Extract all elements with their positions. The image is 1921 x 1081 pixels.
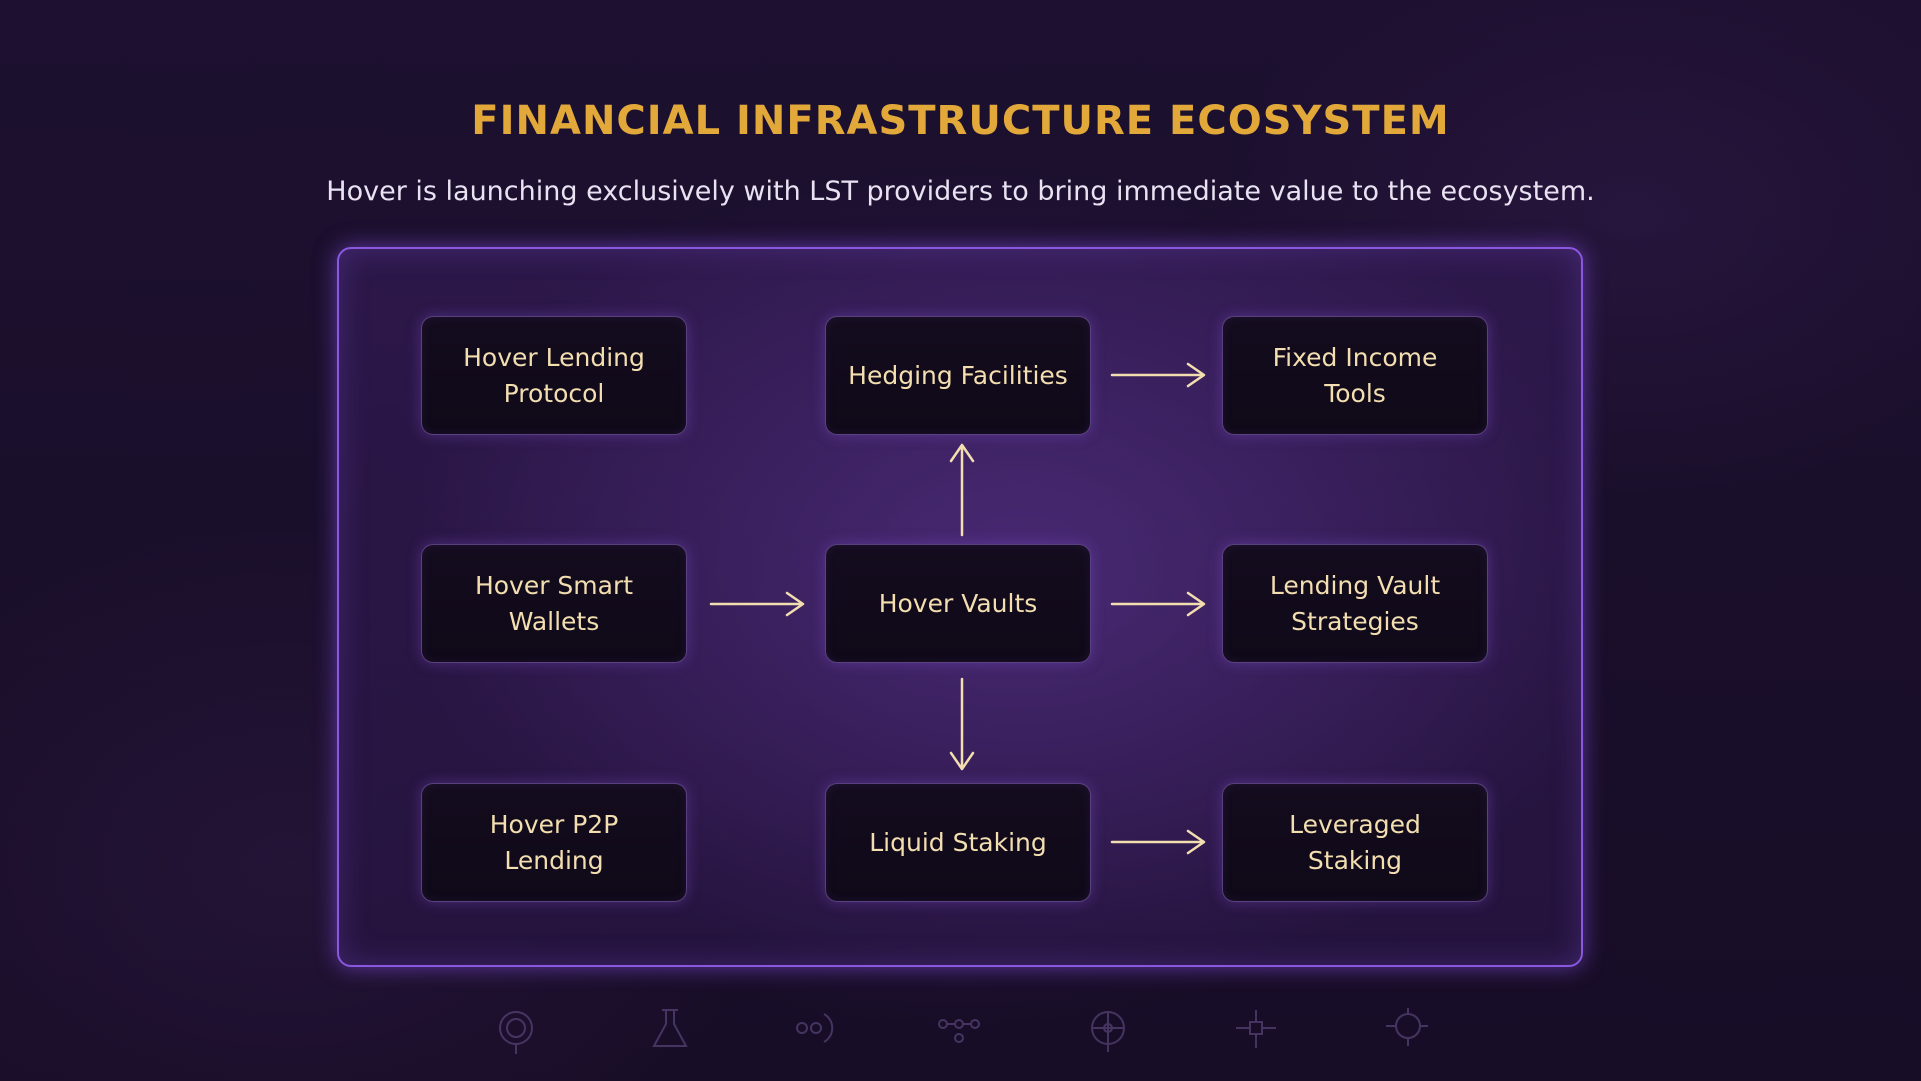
node-hedging-facilities: Hedging Facilities — [825, 316, 1091, 435]
link-icon — [796, 1013, 834, 1043]
node-label: Hover P2P Lending — [489, 809, 619, 875]
node-liquid-staking: Liquid Staking — [825, 783, 1091, 902]
node-hover-p2p-lending: Hover P2P Lending — [421, 783, 687, 902]
node-label: Hover Lending Protocol — [463, 342, 645, 408]
page-subtitle: Hover is launching exclusively with LST … — [326, 176, 1595, 207]
node-label: Hedging Facilities — [848, 360, 1068, 390]
hub-icon — [1236, 1010, 1276, 1048]
node-label: Liquid Staking — [869, 827, 1047, 857]
node-label: Lending Vault Strategies — [1269, 570, 1441, 636]
node-label: Leveraged Staking — [1289, 809, 1421, 875]
flask-icon — [652, 1009, 688, 1047]
node-label: Hover Vaults — [878, 588, 1038, 618]
node-lending-vault-strategies: Lending Vault Strategies — [1222, 544, 1488, 663]
node-hover-lending-protocol: Hover Lending Protocol — [421, 316, 687, 435]
nodes-icon — [938, 1019, 980, 1043]
ring-icon — [499, 1011, 533, 1054]
node-label: Fixed Income Tools — [1272, 342, 1438, 408]
node-label: Hover Smart Wallets — [474, 570, 634, 636]
node-leveraged-staking: Leveraged Staking — [1222, 783, 1488, 902]
node-fixed-income-tools: Fixed Income Tools — [1222, 316, 1488, 435]
target-icon — [1386, 1008, 1428, 1046]
node-hover-vaults: Hover Vaults — [825, 544, 1091, 663]
page-title: FINANCIAL INFRASTRUCTURE ECOSYSTEM — [471, 98, 1450, 144]
node-hover-smart-wallets: Hover Smart Wallets — [421, 544, 687, 663]
network-icon — [1091, 1011, 1125, 1052]
